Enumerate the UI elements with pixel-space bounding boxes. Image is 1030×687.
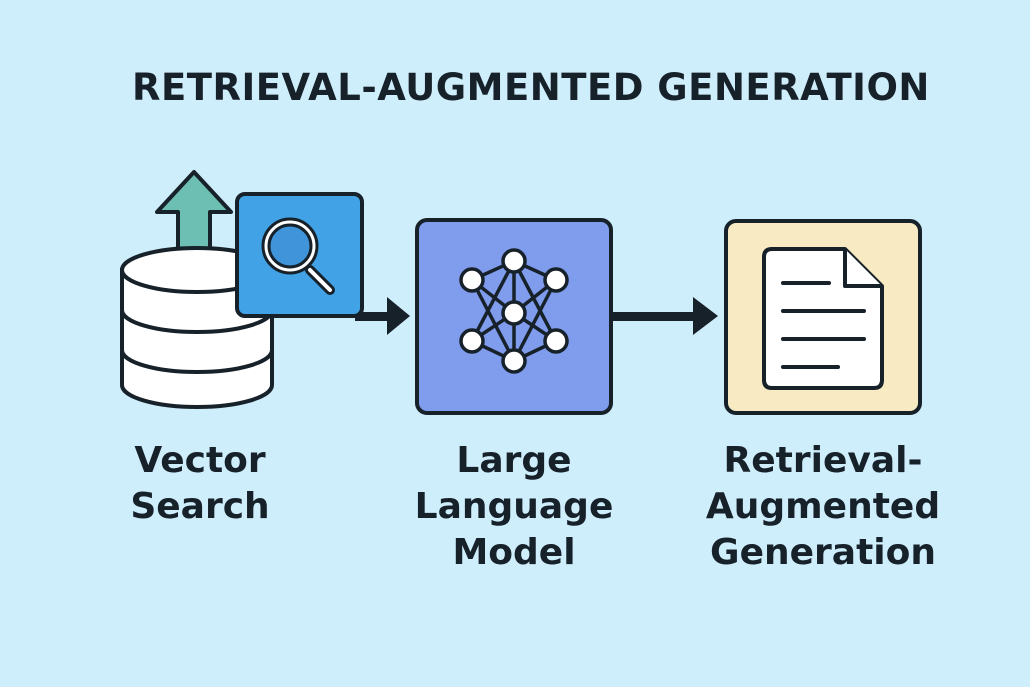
document-icon (762, 247, 884, 390)
node-label-vector-search: Vector Search (110, 438, 290, 530)
edge-arrow-search-to-llm (355, 297, 410, 335)
label-line: Model (452, 532, 576, 573)
diagram-title: RETRIEVAL-AUGMENTED GENERATION (132, 66, 930, 109)
label-line: Search (130, 486, 270, 527)
label-line: Vector (134, 440, 266, 481)
neural-network-icon (459, 248, 569, 374)
label-line: Large (456, 440, 572, 481)
label-line: Language (414, 486, 614, 527)
label-line: Augmented (705, 486, 941, 527)
label-line: Retrieval- (723, 440, 923, 481)
arrow-up-icon (155, 170, 233, 252)
label-line: Generation (710, 532, 936, 573)
node-label-rag: Retrieval- Augmented Generation (703, 438, 943, 576)
database-icon (120, 246, 274, 409)
magnifier-icon (261, 217, 335, 295)
node-label-llm: Large Language Model (404, 438, 624, 576)
edge-arrow-llm-to-rag (611, 297, 718, 335)
